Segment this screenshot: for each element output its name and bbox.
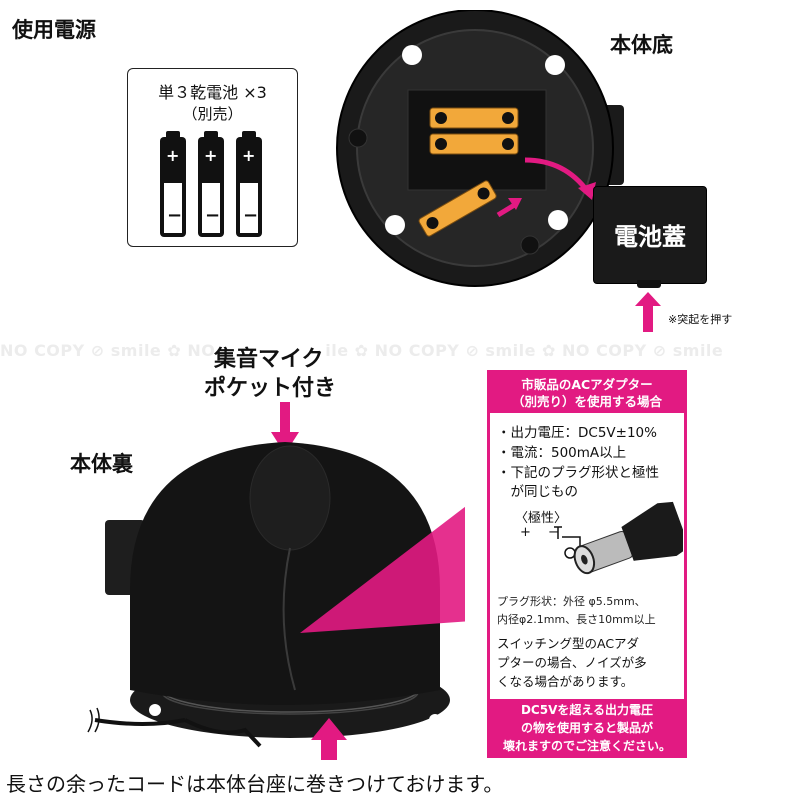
battery-sold-separately-text: （別売） xyxy=(182,105,243,123)
svg-text:+: + xyxy=(166,146,179,165)
battery-icon xyxy=(160,131,186,237)
push-arrow-icon xyxy=(635,292,661,332)
mic-pocket xyxy=(249,445,331,551)
screw-hole xyxy=(385,215,405,235)
spec-plug-line1: ・下記のプラグ形状と極性 xyxy=(497,465,659,481)
cord-storage-caption: 長さの余ったコードは本体台座に巻きつけておけます。 xyxy=(6,772,504,796)
battery-in-compartment xyxy=(429,133,519,155)
cord-arrow-icon xyxy=(311,718,347,760)
battery-icons: + + + − − − xyxy=(160,131,262,237)
switching-note-line1: スイッチング型のACアダ xyxy=(497,636,640,651)
battery-lid-label: 電池蓋 xyxy=(614,223,686,251)
screw-hole xyxy=(545,55,565,75)
battery-type-text: 単３乾電池 ×3 xyxy=(158,83,267,102)
battery-icon xyxy=(236,131,262,237)
adapter-note-title-line2: （別売り）を使用する場合 xyxy=(511,394,662,409)
plug-shape-line2: 内径φ2.1mm、長さ10mm以上 xyxy=(497,613,656,626)
battery-requirement-box: 単３乾電池 ×3 （別売） + + + − − − xyxy=(127,68,298,247)
mic-arrow-icon xyxy=(271,402,299,454)
svg-text:+: + xyxy=(204,146,217,165)
screw-hole xyxy=(548,210,568,230)
bottom-view-label: 本体底 xyxy=(610,33,673,57)
svg-text:−: − xyxy=(205,205,220,226)
battery-in-compartment xyxy=(429,107,519,129)
polarity-minus: − xyxy=(548,525,559,540)
battery-icon xyxy=(198,131,224,237)
adapter-warning: DC5Vを超える出力電圧 の物を使用すると製品が 壊れますのでご注意ください。 xyxy=(490,699,684,755)
switching-note-line2: プターの場合、ノイズが多 xyxy=(497,655,647,670)
svg-text:+: + xyxy=(242,146,255,165)
polarity-label: 〈極性〉 xyxy=(515,511,568,526)
adapter-note-title-line1: 市販品のACアダプター xyxy=(521,377,653,392)
spec-voltage: ・出力電圧：DC5V±10% xyxy=(497,425,657,441)
warning-line1: DC5Vを超える出力電圧 xyxy=(520,703,654,717)
warning-line2: の物を使用すると製品が xyxy=(520,721,653,735)
spec-current: ・電流：500mA以上 xyxy=(497,445,627,461)
screw-hole xyxy=(402,45,422,65)
power-source-label: 使用電源 xyxy=(12,18,96,42)
switching-note-line3: くなる場合があります。 xyxy=(497,674,634,689)
ac-adapter-note: 市販品のACアダプター （別売り）を使用する場合 ・出力電圧：DC5V±10% … xyxy=(487,370,687,758)
lid-tab xyxy=(637,280,661,288)
watermark: NO COPY ⊘ smile ✿ NO COPY ⊘ smile ✿ NO C… xyxy=(0,341,724,360)
plug-shape-line1: プラグ形状：外径 φ5.5mm、 xyxy=(497,595,646,608)
mic-pocket-label-line1: 集音マイク xyxy=(214,341,324,373)
dc-plug-icon xyxy=(554,501,683,575)
adapter-note-header: 市販品のACアダプター （別売り）を使用する場合 xyxy=(490,373,684,413)
power-cord xyxy=(184,718,262,748)
mic-pocket-label-line2: ポケット付き xyxy=(204,370,337,402)
device-bottom-illustration xyxy=(336,10,624,287)
mic-cord xyxy=(282,547,296,691)
warning-line3: 壊れますのでご注意ください。 xyxy=(502,739,671,753)
svg-text:−: − xyxy=(243,205,258,226)
back-view-label: 本体裏 xyxy=(70,452,133,476)
battery-in-compartment xyxy=(418,180,497,237)
svg-text:−: − xyxy=(167,205,182,226)
polarity-plus: + xyxy=(520,525,531,540)
battery-lid: 電池蓋 xyxy=(593,186,707,284)
device-back-illustration xyxy=(87,442,465,760)
push-note: ※突起を押す xyxy=(668,313,733,326)
spec-plug-line2: が同じもの xyxy=(497,484,578,500)
